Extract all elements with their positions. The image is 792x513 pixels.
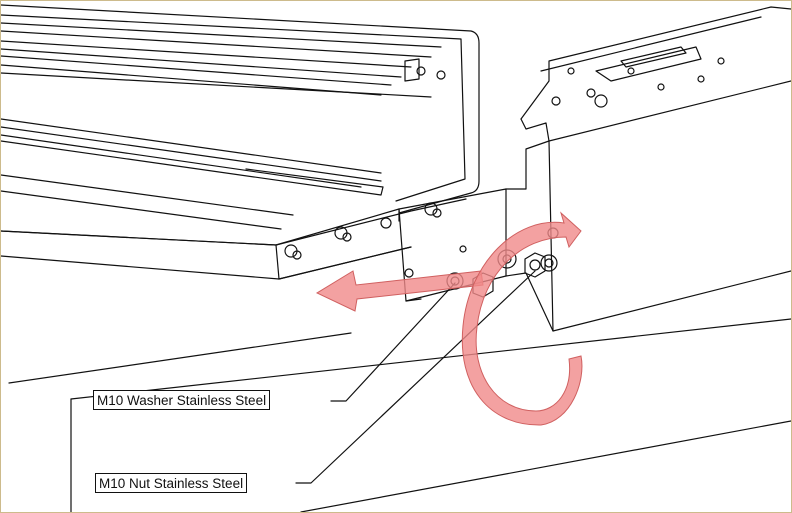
washer-callout: M10 Washer Stainless Steel (93, 390, 271, 410)
left-rail (1, 4, 480, 280)
floor-lines (8, 318, 791, 512)
leader-lines (295, 270, 536, 484)
nut-callout: M10 Nut Stainless Steel (95, 473, 248, 493)
rotation-arrow (461, 211, 583, 426)
nut-right (524, 252, 546, 278)
push-left-arrow (315, 270, 484, 312)
right-box (505, 6, 791, 332)
motion-arrows (315, 211, 583, 426)
nut-label: M10 Nut Stainless Steel (99, 476, 244, 491)
washer-ring-2 (540, 254, 558, 272)
washer-label: M10 Washer Stainless Steel (97, 393, 267, 408)
